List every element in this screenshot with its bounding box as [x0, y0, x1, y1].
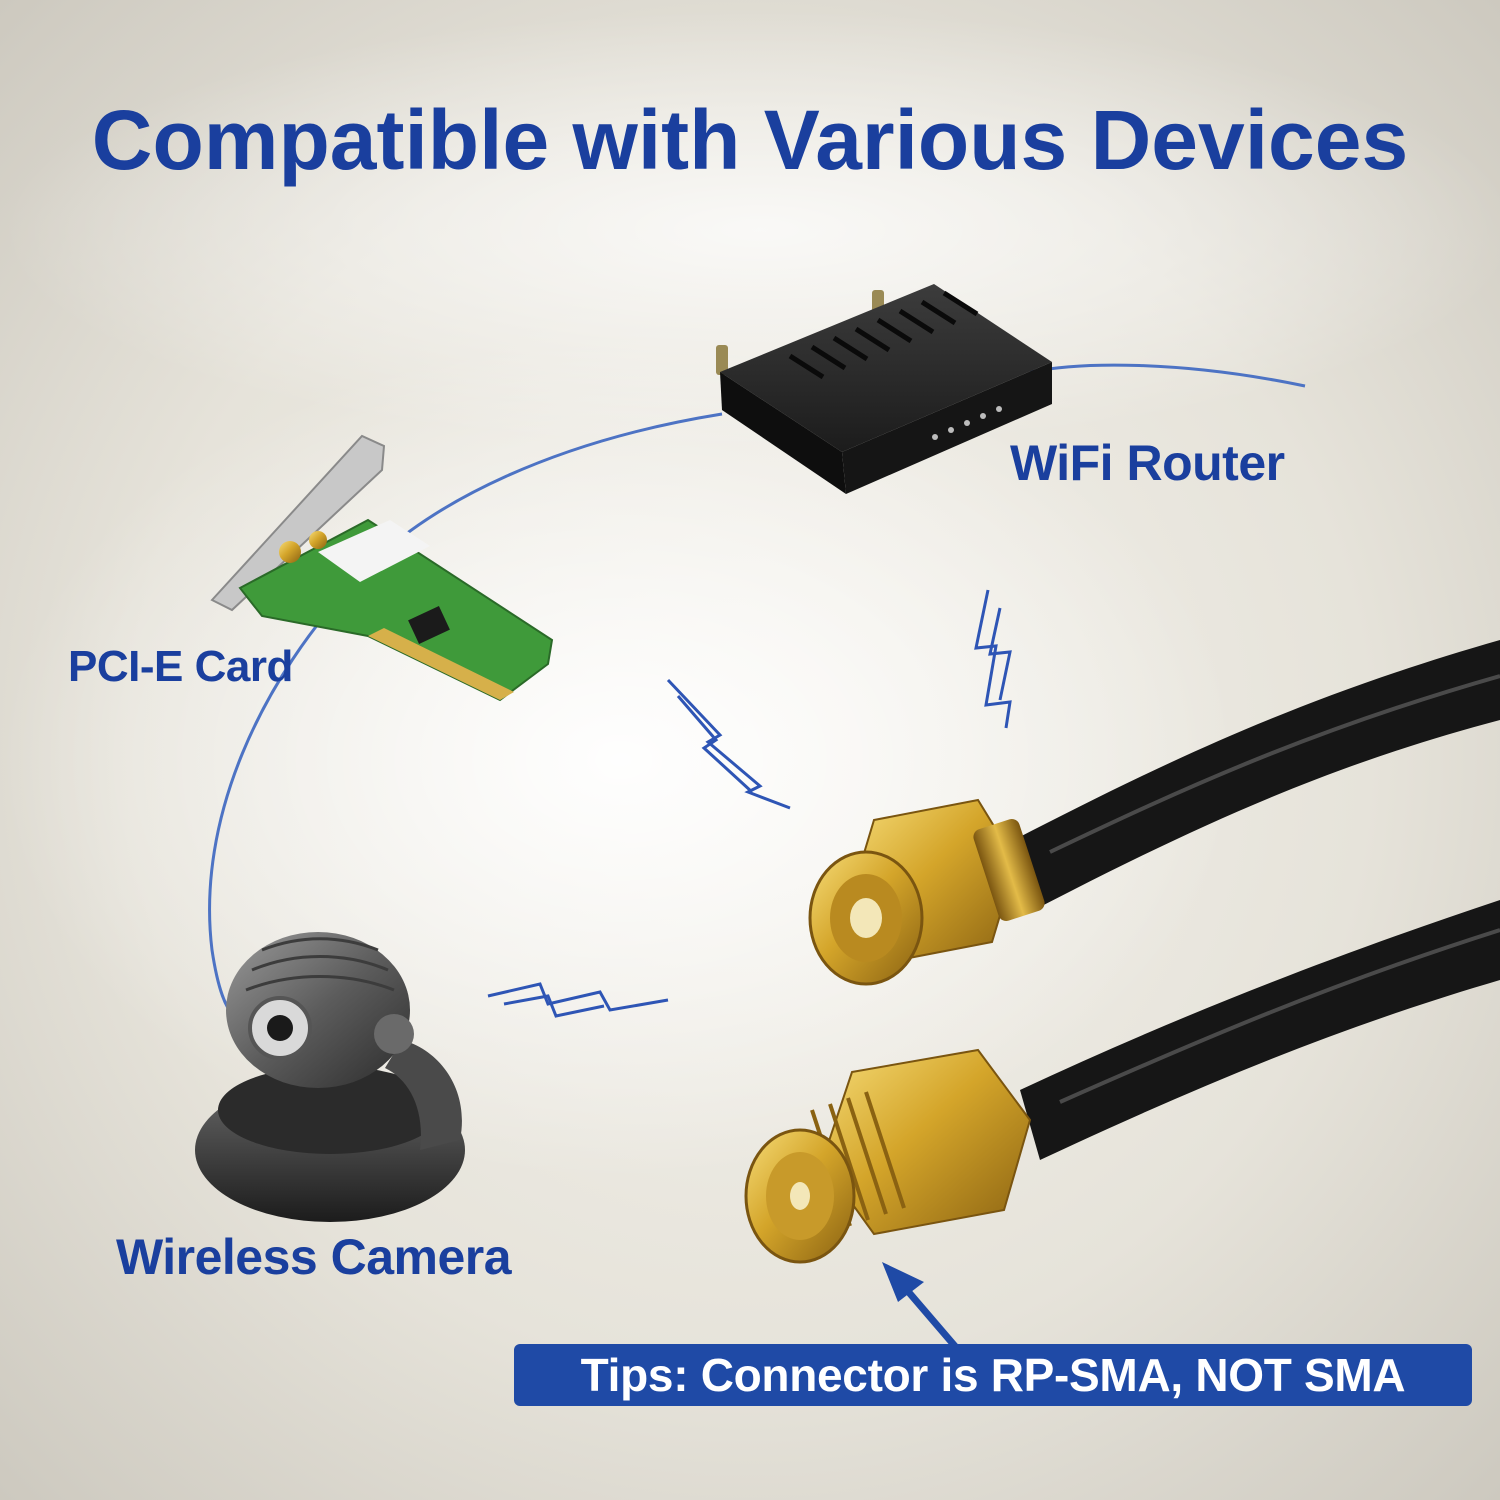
pci-card	[210, 434, 554, 702]
pci-label	[318, 520, 430, 582]
router-antenna-left	[716, 345, 728, 375]
rp-sma-male-connector	[808, 798, 1045, 986]
coax-cable	[1010, 640, 1500, 1160]
pci-antenna-port	[279, 541, 301, 563]
wireless-camera-label: Wireless Camera	[116, 1229, 512, 1285]
camera-lens	[267, 1015, 293, 1041]
camera-arm	[385, 1040, 462, 1150]
cable-upper	[1010, 640, 1500, 912]
female-thread	[810, 1091, 906, 1227]
cable-highlight	[1049, 674, 1500, 854]
wifi-router-label: WiFi Router	[1010, 435, 1285, 491]
router-vents	[788, 290, 979, 380]
pci-antenna-port-2	[309, 531, 327, 549]
tips-text: Tips: Connector is RP-SMA, NOT SMA	[580, 1349, 1406, 1401]
router-front	[842, 362, 1052, 494]
headline: Compatible with Various Devices	[91, 93, 1409, 187]
pci-gold-contacts	[368, 628, 514, 700]
fog-glow-top	[0, 10, 1500, 450]
camera-side-knob	[374, 1014, 414, 1054]
camera-grooves	[245, 937, 395, 992]
cable-highlight-2	[1059, 928, 1500, 1104]
wifi-router	[716, 284, 1052, 494]
router-top	[720, 284, 1052, 452]
pci-card-label: PCI-E Card	[68, 642, 293, 691]
male-pin-hole	[850, 898, 882, 938]
wireless-camera	[195, 932, 465, 1222]
tips-banner: Tips: Connector is RP-SMA, NOT SMA	[514, 1344, 1472, 1406]
male-crimp-sleeve	[973, 819, 1045, 921]
pci-chip	[408, 606, 450, 644]
cable-lower	[1020, 900, 1500, 1160]
rp-sma-female-connector	[744, 1048, 1032, 1264]
pci-bracket	[210, 434, 386, 612]
router-side	[720, 372, 846, 494]
camera-base-top	[218, 1066, 442, 1154]
female-pin	[790, 1182, 810, 1210]
signal-zigzag-icon	[487, 589, 1012, 1018]
router-leds	[932, 406, 1002, 440]
